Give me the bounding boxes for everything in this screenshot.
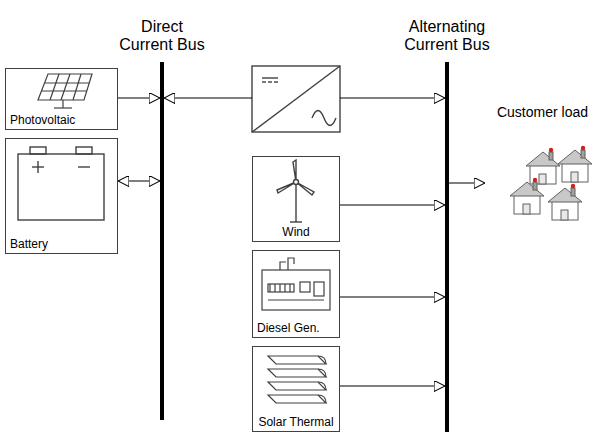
power-connector — [449, 182, 485, 183]
tube — [268, 356, 326, 364]
tube-end — [318, 382, 326, 390]
load-label: Customer load — [497, 104, 588, 120]
tube — [268, 382, 326, 390]
tube-end — [318, 369, 326, 377]
bus-heading: Alternating Current Bus — [399, 18, 495, 54]
house — [510, 178, 544, 214]
power-connector — [164, 97, 445, 98]
source-box: Photovoltaic — [5, 68, 118, 130]
power-connector — [340, 204, 445, 205]
box-label: Wind — [282, 225, 309, 239]
tube — [268, 369, 326, 377]
house — [526, 148, 560, 184]
tube-end — [318, 395, 326, 403]
pv-panel-icon — [38, 74, 92, 108]
storage-box: Battery — [5, 138, 118, 254]
inverter-icon — [252, 66, 340, 132]
house — [548, 184, 582, 220]
solar-thermal-icon — [268, 356, 326, 403]
wind-turbine-icon — [277, 160, 314, 222]
source-box: Wind — [252, 156, 340, 242]
box-label: Photovoltaic — [10, 113, 75, 127]
load-group: Customer load — [485, 104, 600, 224]
box-label: Diesel Gen. — [257, 321, 320, 335]
house — [558, 146, 592, 182]
box-label: Solar Thermal — [258, 415, 333, 429]
ac-bus: Alternating Current Bus — [445, 62, 449, 432]
houses-icon — [510, 146, 592, 220]
source-box: Solar Thermal — [252, 346, 340, 432]
tube-end — [318, 356, 326, 364]
source-box: Diesel Gen. — [252, 250, 340, 338]
diesel-generator-icon — [262, 258, 330, 310]
dc-bus: Direct Current Bus — [160, 62, 164, 420]
battery-icon — [18, 147, 104, 220]
tube — [268, 395, 326, 403]
power-connector — [118, 97, 160, 98]
power-connector — [118, 180, 160, 181]
power-connector — [340, 296, 445, 297]
box-label: Battery — [10, 237, 48, 251]
bus-heading: Direct Current Bus — [114, 18, 210, 54]
power-connector — [340, 385, 445, 386]
